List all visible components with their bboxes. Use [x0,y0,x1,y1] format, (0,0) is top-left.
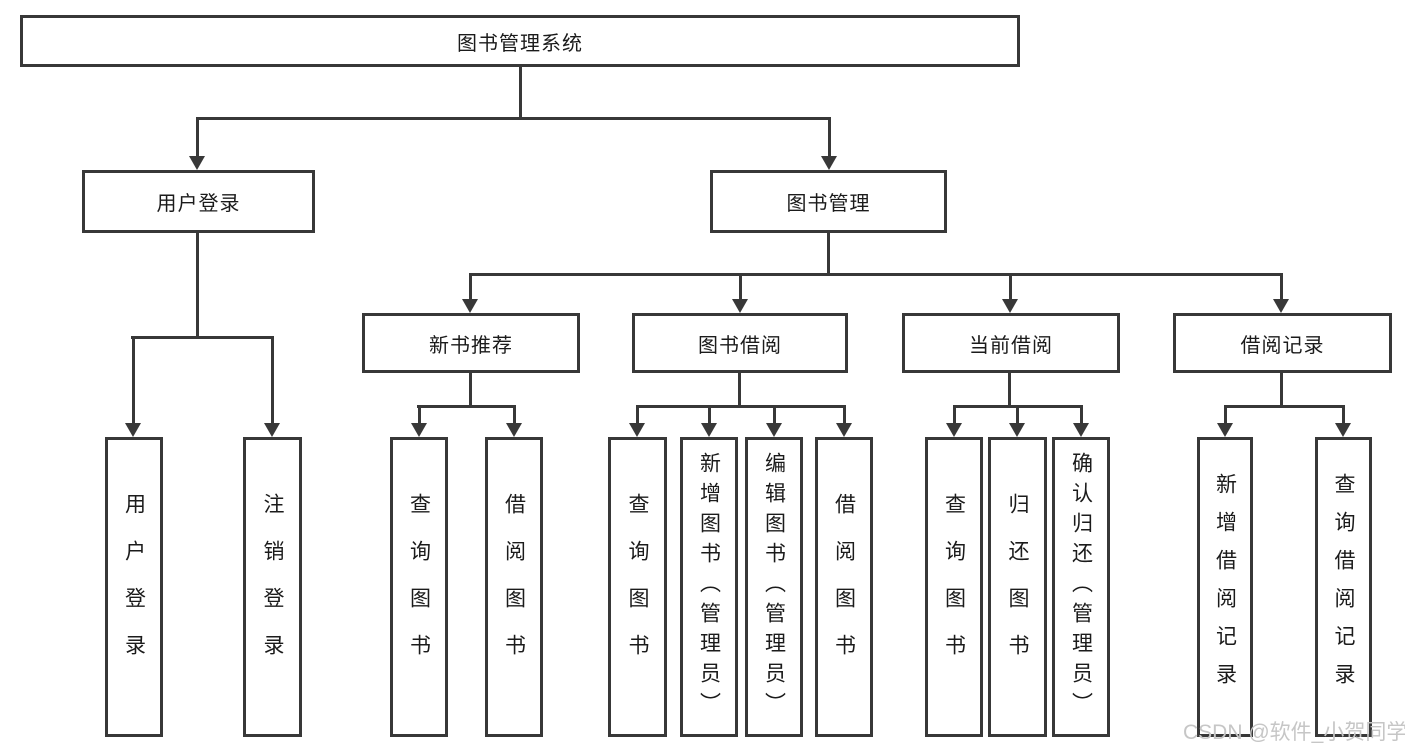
arrow-down-icon [462,299,478,313]
arrow-down-icon [1217,423,1233,437]
connector-drop-0-0 [196,117,199,157]
leaf-add-borrow-record: 新增借阅记录 [1197,437,1253,737]
connector-drop-1-1 [271,336,274,424]
node-label: 注销登录 [261,493,284,681]
node-label: 借阅图书 [832,493,856,681]
leaf-return-books: 归还图书 [988,437,1047,737]
leaf-edit-books-admin: 编辑图书（管理员） [745,437,803,737]
connector-splitter-1 [131,336,274,339]
connector-drop-5-2 [1080,405,1083,424]
arrow-down-icon [701,423,717,437]
connector-drop-0-1 [828,117,831,157]
connector-trunk-4 [738,373,741,408]
node-label: 确认归还（管理员） [1069,452,1093,722]
node-user-login: 用户登录 [82,170,315,233]
connector-drop-4-3 [843,405,846,424]
arrow-down-icon [1335,423,1351,437]
arrow-down-icon [629,423,645,437]
arrow-down-icon [506,423,522,437]
connector-trunk-3 [469,373,472,408]
leaf-user-login: 用户登录 [105,437,163,737]
node-label: 借阅图书 [502,493,526,681]
connector-trunk-6 [1280,373,1283,408]
node-new-book-recommendation: 新书推荐 [362,313,580,373]
leaf-confirm-return-admin: 确认归还（管理员） [1052,437,1110,737]
node-label: 图书管理 [786,193,871,215]
connector-drop-6-1 [1342,405,1345,424]
leaf-add-books-admin: 新增图书（管理员） [680,437,738,737]
arrow-down-icon [1002,299,1018,313]
leaf-query-books-recommend: 查询图书 [390,437,448,737]
connector-drop-4-2 [773,405,776,424]
node-label: 查询图书 [407,493,431,681]
connector-drop-4-0 [636,405,639,424]
connector-splitter-0 [196,117,831,120]
node-label: 查询图书 [626,493,649,681]
connector-drop-3-1 [513,405,516,424]
node-label: 图书借阅 [698,334,782,357]
node-label: 借阅记录 [1240,334,1325,357]
arrow-down-icon [1273,299,1289,313]
arrow-down-icon [732,299,748,313]
node-label: 编辑图书（管理员） [762,452,786,722]
node-book-borrowing: 图书借阅 [632,313,848,373]
leaf-borrow-books-recommend: 借阅图书 [485,437,543,737]
node-borrowing-records: 借阅记录 [1173,313,1392,373]
arrow-down-icon [766,423,782,437]
connector-drop-2-3 [1280,273,1283,300]
arrow-down-icon [946,423,962,437]
arrow-down-icon [189,156,205,170]
connector-drop-6-0 [1224,405,1227,424]
arrow-down-icon [1073,423,1089,437]
connector-drop-2-2 [1009,273,1012,300]
node-current-borrowing: 当前借阅 [902,313,1120,373]
connector-drop-4-1 [708,405,711,424]
node-label: 当前借阅 [969,334,1053,357]
arrow-down-icon [125,423,141,437]
connector-splitter-4 [636,405,846,408]
arrow-down-icon [1009,423,1025,437]
node-label: 新增图书（管理员） [697,452,721,722]
connector-trunk-5 [1008,373,1011,408]
csdn-watermark: CSDN @软件_小贺同学 [1183,721,1405,744]
connector-splitter-6 [1224,405,1345,408]
node-label: 用户登录 [122,493,146,681]
connector-drop-2-1 [739,273,742,300]
connector-trunk-2 [827,233,830,276]
connector-drop-5-0 [953,405,956,424]
arrow-down-icon [411,423,427,437]
connector-splitter-3 [417,405,516,408]
node-label: 新书推荐 [429,334,513,357]
connector-drop-2-0 [469,273,472,300]
node-label: 查询图书 [942,493,966,681]
leaf-query-borrow-record: 查询借阅记录 [1315,437,1372,737]
leaf-query-books-current: 查询图书 [925,437,983,737]
connector-drop-3-0 [418,405,421,424]
leaf-query-books-borrowing: 查询图书 [608,437,667,737]
node-library-management-system: 图书管理系统 [20,15,1020,67]
connector-drop-5-1 [1016,405,1019,424]
arrow-down-icon [821,156,837,170]
leaf-logout: 注销登录 [243,437,302,737]
leaf-borrow-books: 借阅图书 [815,437,873,737]
node-label: 查询借阅记录 [1332,473,1355,701]
node-label: 归还图书 [1006,493,1029,681]
arrow-down-icon [836,423,852,437]
connector-trunk-0 [519,67,522,120]
connector-drop-1-0 [132,336,135,424]
connector-splitter-2 [469,273,1283,276]
arrow-down-icon [264,423,280,437]
node-label: 用户登录 [156,193,241,215]
node-label: 图书管理系统 [457,32,583,55]
connector-trunk-1 [196,233,199,339]
node-label: 新增借阅记录 [1213,473,1237,701]
node-book-management: 图书管理 [710,170,947,233]
